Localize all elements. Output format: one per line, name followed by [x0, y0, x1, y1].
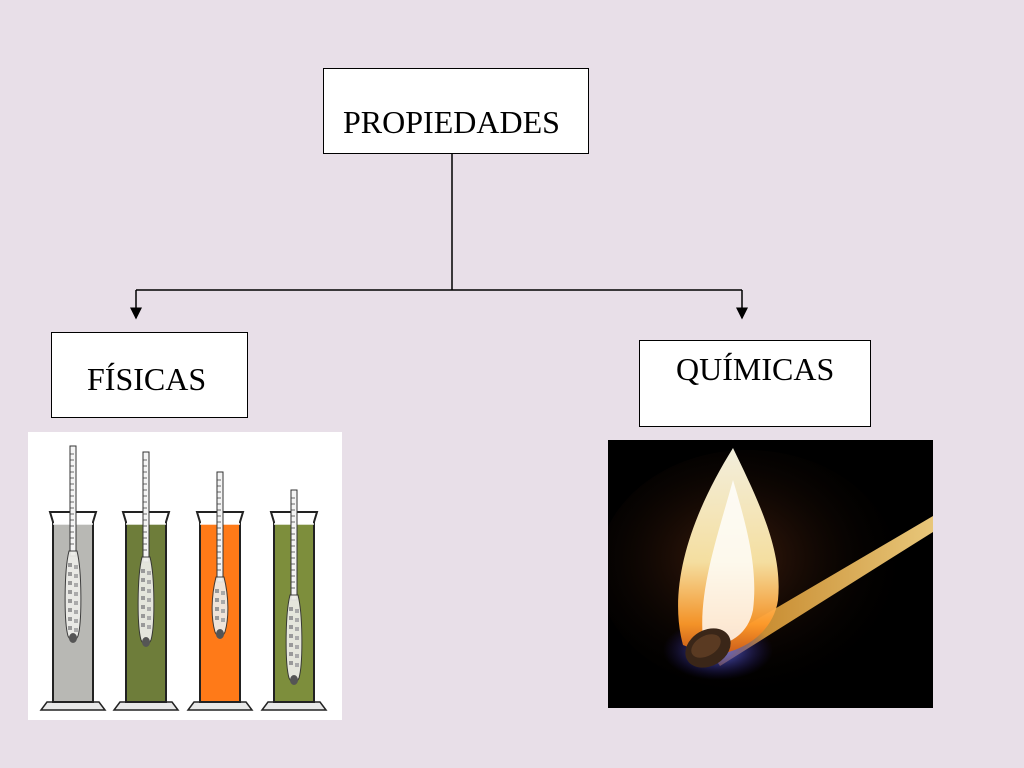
node-propiedades: PROPIEDADES: [323, 68, 589, 154]
graduated-cylinder: [186, 471, 254, 711]
hydrometer-cylinders-image: [28, 432, 342, 720]
node-quimicas-label: QUÍMICAS: [676, 351, 835, 387]
node-fisicas-label: FÍSICAS: [87, 361, 207, 397]
node-fisicas: FÍSICAS: [51, 332, 248, 418]
graduated-cylinder: [260, 489, 328, 711]
node-propiedades-label: PROPIEDADES: [343, 104, 560, 140]
node-quimicas: QUÍMICAS: [639, 340, 871, 427]
graduated-cylinder: [39, 445, 107, 711]
graduated-cylinder: [112, 451, 180, 711]
burning-match-image: [608, 440, 933, 708]
